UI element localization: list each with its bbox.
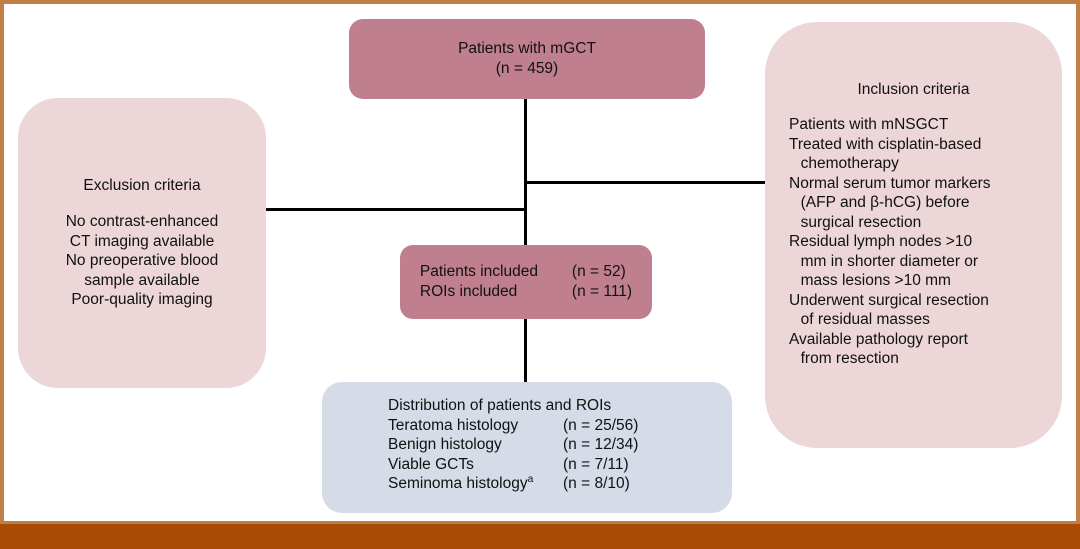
exclusion-item: Poor-quality imaging xyxy=(71,291,213,309)
node-cohort: Patients with mGCT (n = 459) xyxy=(349,19,705,99)
distribution-row: Teratoma histology (n = 25/56) xyxy=(388,416,732,436)
exclusion-item: CT imaging available xyxy=(69,232,215,250)
distribution-row: Viable GCTs (n = 7/11) xyxy=(388,455,732,475)
distribution-row-label: Teratoma histology xyxy=(388,416,563,436)
inclusion-item: Normal serum tumor markers (AFP and β-hC… xyxy=(789,174,1052,233)
included-row-count: (n = 111) xyxy=(571,283,633,300)
inclusion-item: Residual lymph nodes >10 mm in shorter d… xyxy=(789,232,1052,291)
included-row: Patients included (n = 52) xyxy=(420,262,632,282)
distribution-row: Benign histology (n = 12/34) xyxy=(388,435,732,455)
distribution-row-count: (n = 7/11) xyxy=(563,455,629,473)
inclusion-item: Underwent surgical resection of residual… xyxy=(789,291,1052,330)
included-row-label: Patients included xyxy=(419,263,538,281)
distribution-row-count: (n = 12/34) xyxy=(563,436,639,454)
inclusion-item-main: Residual lymph nodes >10 xyxy=(789,233,973,251)
node-patients-included: Patients included (n = 52) ROIs included… xyxy=(400,245,652,319)
frame-bottom-rule xyxy=(0,521,1080,524)
frame-left-rule xyxy=(0,0,4,524)
inclusion-item-cont: chemotherapy xyxy=(800,155,899,173)
distribution-title: Distribution of patients and ROIs xyxy=(388,397,612,414)
inclusion-heading: Inclusion criteria xyxy=(857,81,970,98)
included-row-label: ROIs included xyxy=(419,283,518,300)
distribution-row: Seminoma histologya (n = 8/10) xyxy=(388,474,732,494)
connector-cohort-to-included xyxy=(524,99,527,245)
exclusion-item: sample available xyxy=(84,271,200,289)
inclusion-item: Available pathology report from resectio… xyxy=(789,330,1052,369)
inclusion-item: Treated with cisplatin-based chemotherap… xyxy=(789,135,1052,174)
inclusion-item-main: Patients with mNSGCT xyxy=(789,116,949,134)
distribution-row-footnote-marker: a xyxy=(527,473,534,485)
included-row: ROIs included (n = 111) xyxy=(420,282,632,302)
inclusion-item-cont: surgical resection xyxy=(800,213,922,231)
frame-top-rule xyxy=(0,0,1080,4)
node-inclusion-criteria: Inclusion criteria Patients with mNSGCT … xyxy=(765,22,1062,448)
included-row-count: (n = 52) xyxy=(571,263,626,281)
distribution-row-count: (n = 8/10) xyxy=(563,475,630,493)
distribution-rows: Teratoma histology (n = 25/56) Benign hi… xyxy=(388,416,732,494)
node-distribution: Distribution of patients and ROIs Terato… xyxy=(322,382,732,513)
exclusion-heading: Exclusion criteria xyxy=(83,177,201,195)
connector-included-to-distribution xyxy=(524,319,527,383)
inclusion-item-main: Available pathology report xyxy=(789,330,968,348)
distribution-row-label-text: Seminoma histology xyxy=(388,475,528,493)
distribution-row-label-text: Teratoma histology xyxy=(388,416,519,434)
inclusion-item-cont: from resection xyxy=(800,350,899,368)
inclusion-item-cont: mass lesions >10 mm xyxy=(800,272,951,290)
frame-right-rule xyxy=(1076,0,1080,524)
exclusion-items: No contrast-enhanced CT imaging availabl… xyxy=(66,212,219,310)
inclusion-item-main: Normal serum tumor markers xyxy=(789,174,991,192)
node-exclusion-criteria: Exclusion criteria No contrast-enhanced … xyxy=(18,98,266,388)
connector-to-inclusion-criteria xyxy=(524,181,767,184)
exclusion-item: No preoperative blood xyxy=(65,252,219,270)
connector-to-exclusion-criteria xyxy=(262,208,527,211)
inclusion-items: Patients with mNSGCT Treated with cispla… xyxy=(789,115,1052,369)
inclusion-item: Patients with mNSGCT xyxy=(789,115,1052,135)
inclusion-item-main: Underwent surgical resection xyxy=(789,291,989,309)
included-rows: Patients included (n = 52) ROIs included… xyxy=(420,262,632,301)
inclusion-item-main: Treated with cisplatin-based xyxy=(789,135,982,153)
frame-bottom-band xyxy=(0,524,1080,549)
cohort-line-1: Patients with mGCT xyxy=(458,40,596,58)
distribution-row-label: Viable GCTs xyxy=(388,455,563,475)
distribution-row-label: Benign histology xyxy=(388,435,563,455)
distribution-row-label: Seminoma histologya xyxy=(388,474,563,494)
inclusion-item-cont: (AFP and β-hCG) before xyxy=(800,194,970,212)
inclusion-item-cont: of residual masses xyxy=(800,311,930,329)
exclusion-item: No contrast-enhanced xyxy=(65,213,219,231)
distribution-row-count: (n = 25/56) xyxy=(563,416,639,434)
cohort-line-2: (n = 459) xyxy=(495,60,559,77)
distribution-row-label-text: Benign histology xyxy=(388,436,502,454)
distribution-row-label-text: Viable GCTs xyxy=(388,455,474,473)
inclusion-item-cont: mm in shorter diameter or xyxy=(800,252,979,270)
